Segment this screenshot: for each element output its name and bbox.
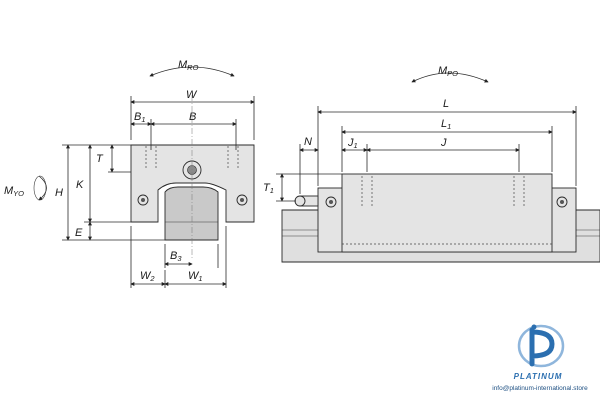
label-j: J [440,137,447,149]
moment-yo-loop [33,175,47,201]
moment-po-arrow [411,72,489,83]
label-n: N [304,136,312,148]
label-myo: MYO [4,185,24,198]
label-b1: B1 [134,111,146,124]
rail-front [164,186,219,241]
side-view [276,72,600,263]
front-view [33,66,255,288]
moment-yo-arrow [38,175,47,201]
label-w1: W1 [188,270,203,283]
label-l1: L1 [441,118,451,131]
label-w: W [186,89,198,101]
bolt-left-core [141,198,145,202]
label-j1: J1 [347,137,358,150]
end-bolt-left-core [329,200,333,204]
end-bolt-right-core [560,200,564,204]
watermark-url: info@platinum-international.store [492,385,588,392]
label-b: B [189,111,196,123]
label-t1: T1 [263,182,274,195]
label-b3: B3 [170,250,182,263]
label-h: H [55,187,63,199]
label-e: E [75,227,83,239]
label-w2: W2 [140,270,155,283]
label-mro: MRO [178,59,199,72]
platinum-logo-icon [517,324,565,368]
label-l: L [443,98,449,110]
watermark-brand-text: PLATINUM [513,372,563,381]
moment-ro-arrow [149,66,235,77]
carriage-block-front [130,144,255,223]
bolt-right-core [240,198,244,202]
label-mpo: MPO [438,65,458,78]
carriage-core-side [341,173,553,253]
nipple-head [294,195,306,207]
label-t: T [96,153,104,165]
hidden-holes-front [145,146,239,170]
label-k: K [76,179,84,191]
hidden-holes-side [361,176,525,208]
